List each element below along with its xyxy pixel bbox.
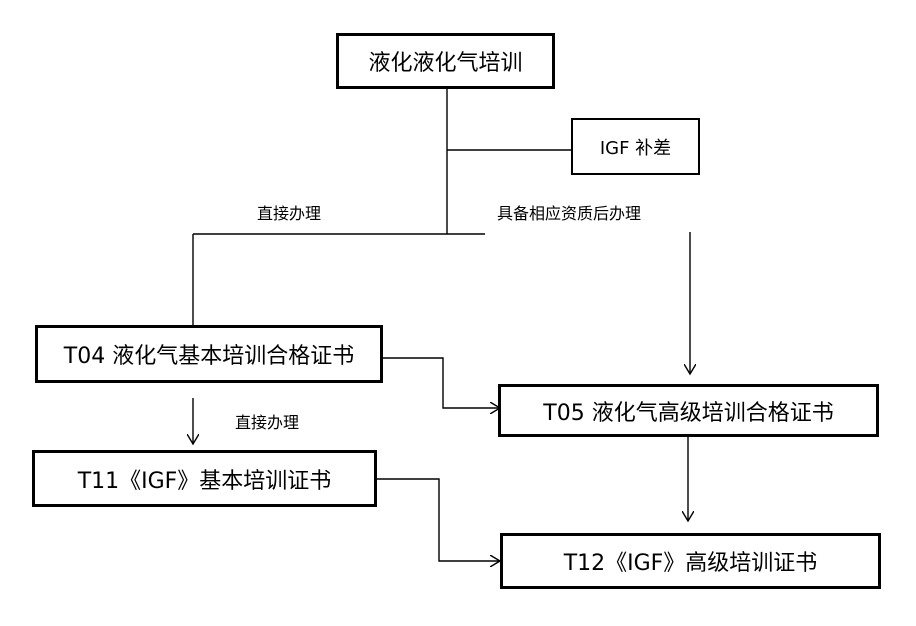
node-t11: T11《IGF》基本培训证书 [32, 450, 377, 507]
arrow-t11-t12 [376, 478, 500, 561]
node-t04: T04 液化气基本培训合格证书 [35, 325, 383, 383]
arrow-t04-t05 [381, 357, 500, 408]
node-root: 液化液化气培训 [336, 33, 555, 89]
edge-label-after-qualified: 具备相应资质后办理 [497, 204, 642, 223]
node-igf-supplement: IGF 补差 [571, 118, 700, 175]
node-t05: T05 液化气高级培训合格证书 [498, 384, 879, 437]
edge-label-direct-left: 直接办理 [257, 204, 322, 223]
node-t12: T12《IGF》高级培训证书 [500, 533, 881, 589]
edge-label-direct-t04-t11: 直接办理 [235, 413, 300, 432]
